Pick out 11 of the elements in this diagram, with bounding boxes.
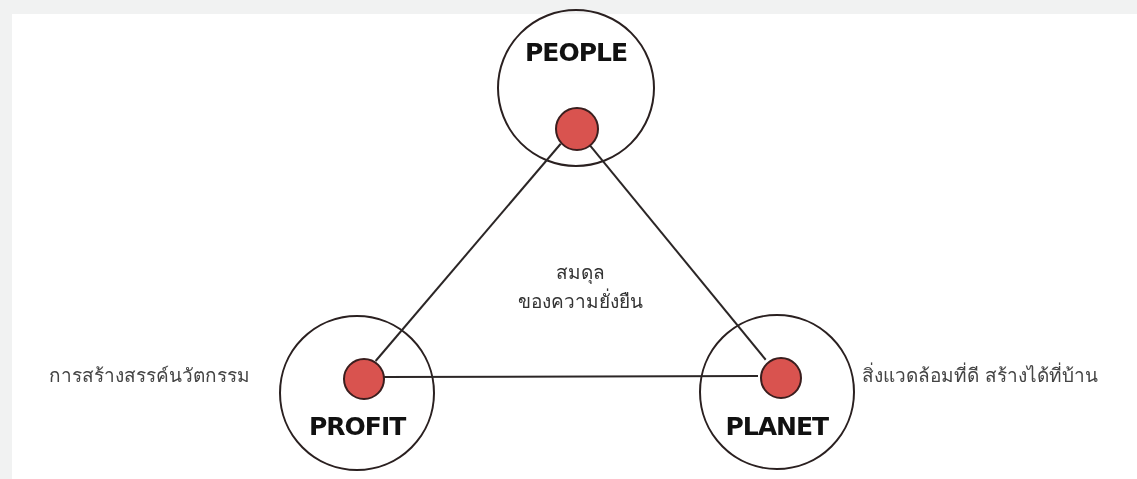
- circle-label: PROFIT: [309, 413, 406, 439]
- outer-circle: [497, 9, 655, 167]
- side-note: การสร้างสรรค์นวัตกรรม: [49, 363, 250, 388]
- outer-circle: [699, 314, 855, 470]
- circle-label: PLANET: [725, 413, 829, 439]
- connector-line: [374, 142, 562, 362]
- side-note: สิ่งแวดล้อมที่ดี สร้างได้ที่บ้าน: [862, 363, 1099, 388]
- outer-circle: [279, 315, 435, 471]
- center-text: สมดุล ของความยั่งยืน: [516, 260, 644, 315]
- circle-label: PEOPLE: [525, 39, 627, 65]
- connector-line: [587, 143, 767, 361]
